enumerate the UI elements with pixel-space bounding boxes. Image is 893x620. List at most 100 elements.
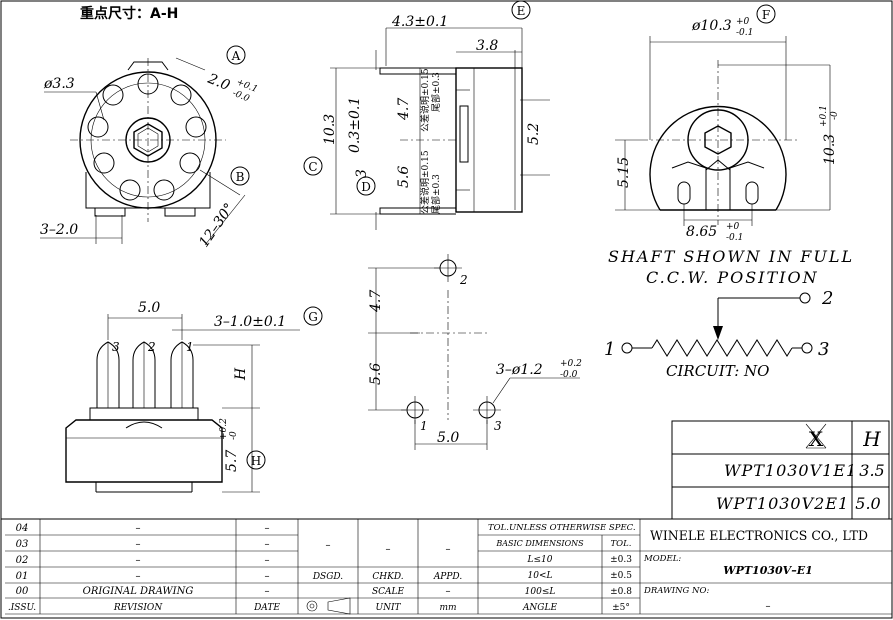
back-height-tol-low: -0	[830, 111, 840, 120]
balloon-g	[303, 306, 323, 326]
back-w-tol-low: -0.1	[726, 233, 743, 243]
circuit-n3: 3	[818, 339, 829, 360]
tol-val-4: ±5°	[612, 603, 630, 613]
rev-desc-02: –	[136, 555, 141, 566]
side-tol-note-3: 公差说明±0.15	[419, 68, 431, 132]
header-issu: .ISSU.	[8, 603, 36, 613]
dsgd-value: –	[326, 540, 331, 551]
back-dia-tol-low: -0.1	[736, 28, 753, 38]
pin-label-h: H	[233, 367, 249, 381]
rev-date-01: –	[265, 571, 270, 582]
hole-layout	[368, 254, 580, 450]
balloon-b-label: B	[236, 170, 245, 184]
balloon-c-label: C	[308, 160, 317, 174]
hole-dim-56: 5.6	[368, 363, 384, 385]
back-dia-tol-up: +0	[736, 17, 750, 27]
drawing-no-value: –	[766, 601, 771, 612]
rev-no-02: 02	[16, 555, 29, 566]
balloon-h-label: H	[251, 454, 261, 468]
tol-title: TOL.UNLESS OTHERWISE SPEC.	[488, 523, 636, 533]
company-name: WINELE ELECTRONICS CO., LTD	[650, 529, 868, 544]
pin-label-3: 3	[112, 340, 120, 354]
circuit-n1: 1	[604, 339, 615, 360]
back-w-tol-up: +0	[726, 222, 740, 232]
balloon-h	[246, 450, 266, 470]
back-dim-515: 5.15	[616, 157, 632, 188]
chkd-label: CHKD.	[372, 572, 403, 582]
rev-desc-03: –	[136, 539, 141, 550]
side-pin-thk: 0.3±0.1	[347, 97, 363, 153]
tol-dim-3: 100≤L	[525, 587, 556, 597]
appd-value: –	[446, 544, 451, 555]
hole-dim-47: 4.7	[368, 290, 384, 313]
rev-no-00: 00	[16, 586, 29, 597]
balloon-e-label: E	[517, 4, 526, 18]
side-pin-no: 3	[354, 169, 370, 178]
circuit-n2: 2	[821, 288, 833, 309]
rev-no-04: 04	[16, 523, 29, 534]
side-tol-note-1: 公差说明±0.15	[419, 150, 431, 214]
pin-dim-57: 5.7	[224, 450, 240, 472]
balloon-e	[511, 0, 531, 20]
pin-dim: 3–1.0±0.1	[214, 314, 286, 330]
variant-h-x: X	[809, 427, 824, 451]
pin-dim-57-up: +0.2	[219, 418, 229, 440]
title-block	[1, 518, 892, 615]
dsgd-label: DSGD.	[312, 572, 343, 582]
variant-h-1: 3.5	[859, 461, 884, 480]
balloon-g-label: G	[308, 310, 318, 324]
unit-label: UNIT	[375, 603, 401, 613]
hole-tol-up: +0.2	[560, 359, 582, 369]
back-height: 10.3	[822, 134, 838, 165]
rev-desc-00: ORIGINAL DRAWING	[83, 586, 194, 597]
front-a-dim: 2.0	[205, 70, 233, 94]
back-height-tol-up: +0.1	[819, 105, 829, 127]
balloon-c	[303, 156, 323, 176]
scale-label: SCALE	[372, 587, 405, 597]
balloon-f-label: F	[762, 8, 770, 22]
rev-date-02: –	[265, 555, 270, 566]
rev-desc-04: –	[136, 523, 141, 534]
side-height: 10.3	[322, 114, 338, 145]
key-dims-heading: 重点尺寸：A-H	[80, 5, 178, 22]
appd-label: APPD.	[433, 572, 463, 582]
front-view	[40, 57, 246, 246]
model-value: WPT1030V–E1	[723, 564, 813, 577]
tol-label: TOL.	[611, 539, 632, 549]
side-view	[330, 27, 550, 230]
header-date: DATE	[253, 603, 280, 613]
rev-no-01: 01	[16, 571, 29, 582]
hole-dim: 3–ø1.2	[496, 362, 543, 378]
hole-n1: 1	[420, 419, 428, 433]
pin-dim-57-low: -0	[229, 431, 239, 440]
pin-view	[65, 314, 300, 493]
hole-tol-low: -0.0	[560, 370, 578, 380]
front-hole-dia: ø3.3	[43, 76, 75, 92]
tol-dim-1: L≤10	[527, 555, 553, 565]
hole-n2: 2	[459, 273, 468, 287]
side-width-top: 4.3±0.1	[391, 14, 448, 30]
circuit-symbol	[621, 292, 813, 357]
side-width-inner: 3.8	[476, 38, 498, 54]
tol-val-1: ±0.3	[610, 555, 632, 565]
unit-value: mm	[439, 603, 456, 613]
header-revision: REVISION	[113, 603, 164, 613]
balloon-b	[230, 166, 250, 186]
back-dim-865: 8.65	[686, 224, 717, 240]
pin-label-2: 2	[147, 340, 156, 354]
balloon-d-label: D	[361, 180, 371, 194]
side-tol-note-4: 尾部±0.3	[430, 72, 442, 112]
front-pitch: 3–2.0	[40, 222, 78, 238]
rev-date-00: –	[265, 586, 270, 597]
basic-dims-label: BASIC DIMENSIONS	[495, 539, 584, 548]
rev-date-03: –	[265, 539, 270, 550]
shaft-note-line1: SHAFT SHOWN IN FULL	[608, 247, 854, 266]
balloon-f	[756, 4, 776, 24]
shaft-note-line2: C.C.W. POSITION	[646, 268, 819, 287]
tol-dim-4: ANGLE	[522, 603, 558, 613]
rev-date-04: –	[265, 523, 270, 534]
pin-dim-5: 5.0	[138, 300, 160, 316]
balloon-d	[356, 176, 376, 196]
